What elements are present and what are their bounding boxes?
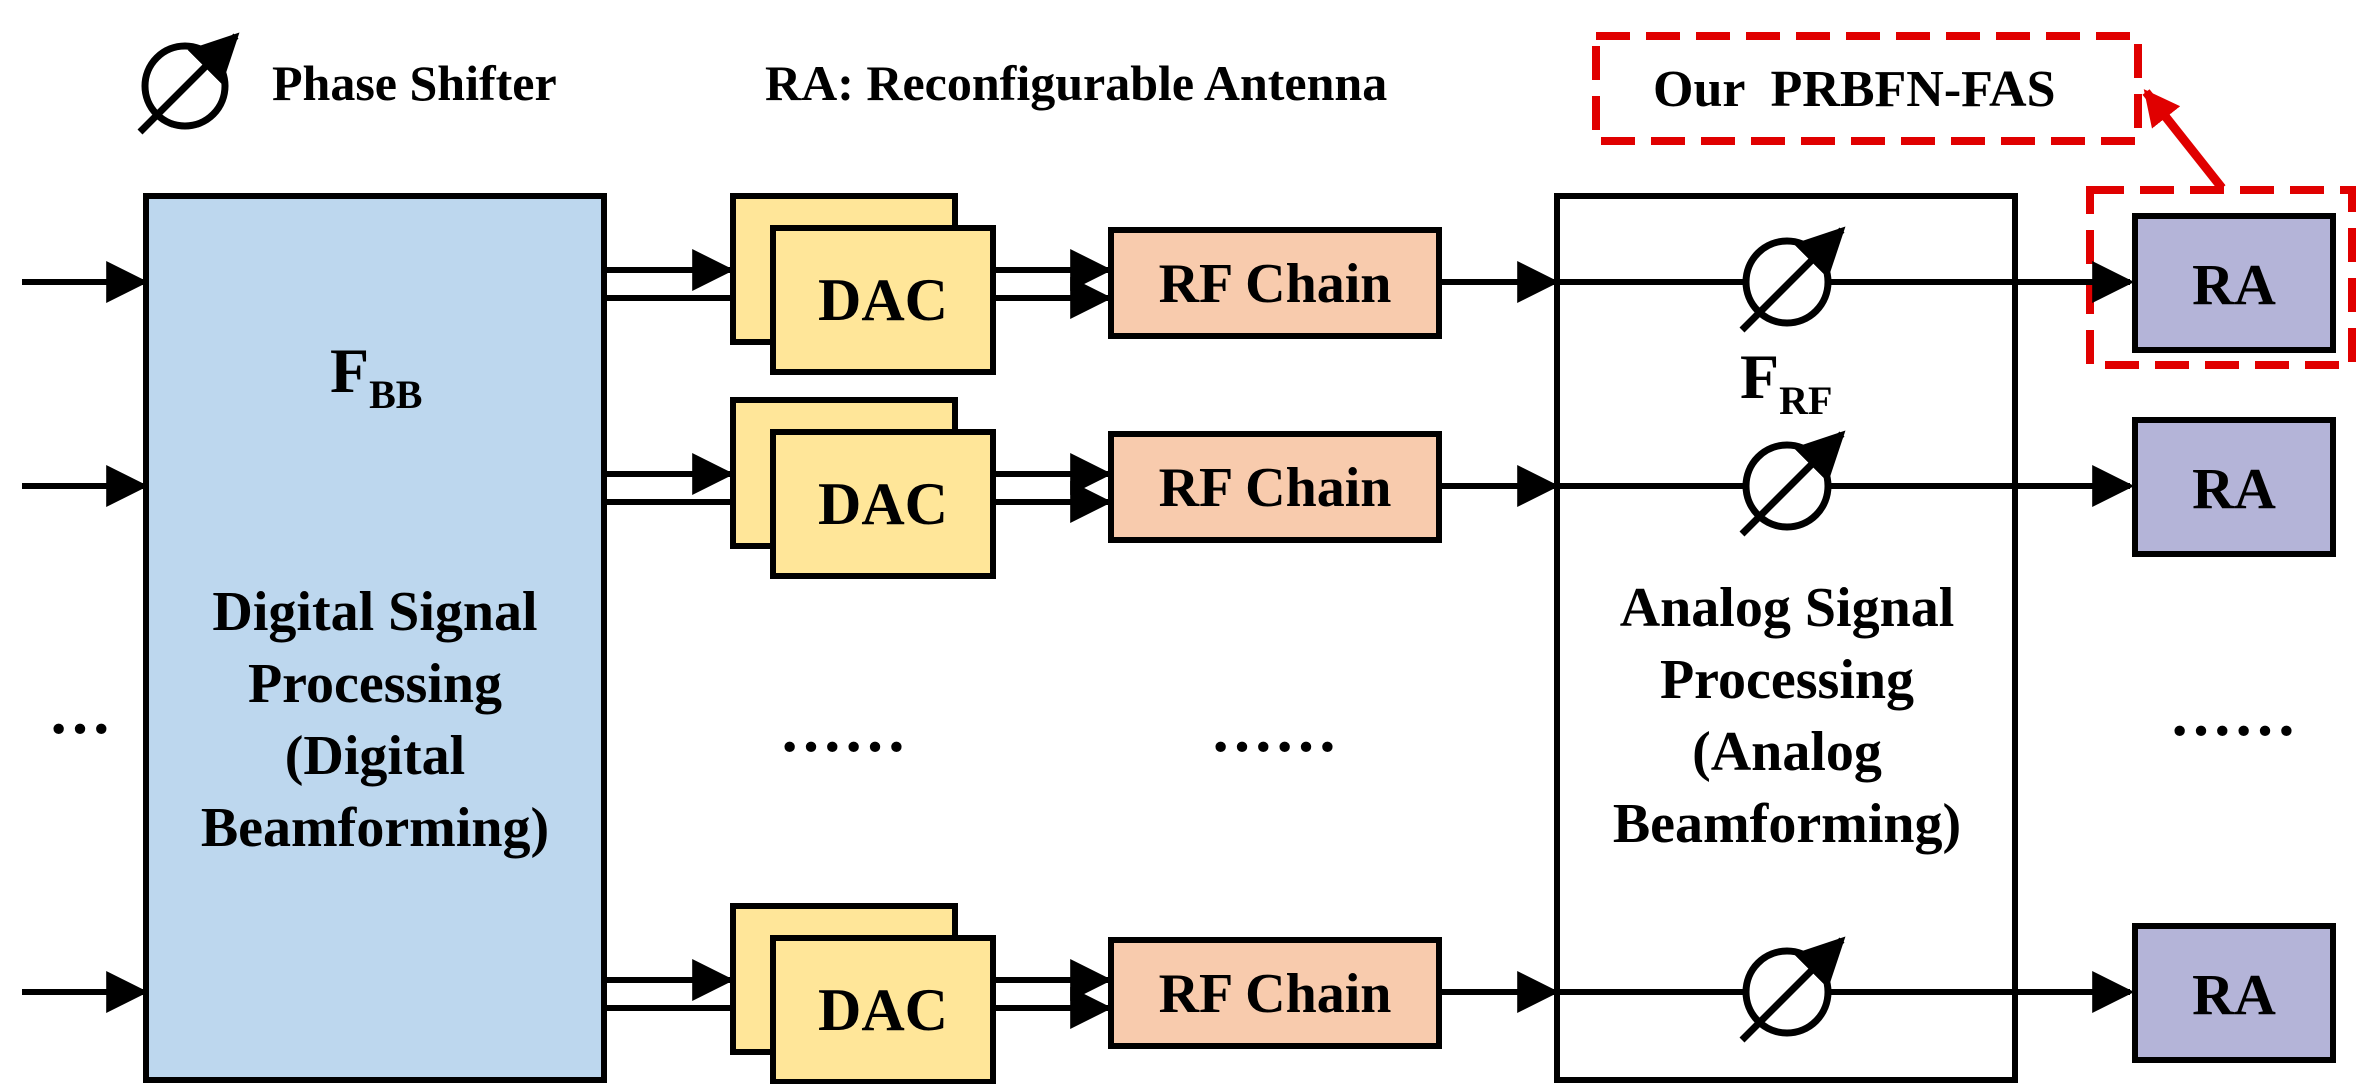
phase-shifter-legend: Phase Shifter [137, 32, 557, 135]
antenna-label: RA [2192, 252, 2276, 317]
antenna-box [2132, 213, 2336, 353]
digital-title-line-2: Processing [248, 653, 502, 715]
dac-label: DAC [818, 471, 948, 537]
rf-chain-label: RF Chain [1159, 253, 1392, 315]
our-method-label: Our PRBFN-FAS [1653, 61, 2056, 118]
antenna-box [2132, 417, 2336, 557]
antenna-ellipsis: ······ [2169, 695, 2297, 766]
signal-row: DAC RF Chain RA [22, 193, 2336, 375]
digital-processing-block: FBB Digital Signal Processing (Digital B… [143, 193, 607, 1083]
rf-chain-box [1108, 227, 1442, 339]
phase-shifter-icon [137, 32, 240, 135]
analog-title-line-2: Processing [1660, 649, 1914, 711]
analog-title-line-3: (Analog [1692, 721, 1882, 783]
fbb-symbol: FBB [330, 335, 422, 417]
digital-title-line-4: Beamforming) [201, 797, 549, 859]
analog-title-line-1: Analog Signal [1620, 577, 1955, 639]
antenna-label: RA [2192, 962, 2276, 1027]
dac-label: DAC [818, 977, 948, 1043]
rf-chain-box [1108, 431, 1442, 543]
dac-box [770, 429, 996, 579]
dac-label: DAC [818, 267, 948, 333]
rf-chain-label: RF Chain [1159, 963, 1392, 1025]
signal-row: DAC RF Chain RA [22, 397, 2336, 579]
digital-title-line-3: (Digital [285, 725, 465, 787]
analog-processing-block: FRF Analog Signal Processing (Analog Bea… [1554, 193, 2018, 1083]
antenna-box [2132, 923, 2336, 1063]
our-method-callout: Our PRBFN-FAS [1592, 32, 2356, 369]
input-ellipsis: ··· [48, 693, 112, 764]
phase-shifter-label: Phase Shifter [272, 55, 557, 111]
callout-arrow [2142, 89, 2226, 191]
digital-title-line-1: Digital Signal [212, 581, 537, 643]
ra-definition: RA: Reconfigurable Antenna [765, 55, 1387, 111]
rf-chain-label: RF Chain [1159, 457, 1392, 519]
dac-box [770, 225, 996, 375]
analog-title-line-4: Beamforming) [1613, 793, 1961, 855]
antenna-highlight-frame [2086, 186, 2356, 369]
rf-chain-box [1108, 937, 1442, 1049]
rf-chain-ellipsis: ······ [1210, 711, 1338, 782]
phase-shifter-icon [1739, 936, 1846, 1043]
our-method-frame [1592, 32, 2142, 145]
frf-symbol: FRF [1740, 341, 1832, 423]
antenna-label: RA [2192, 456, 2276, 521]
dac-ellipsis: ······ [779, 711, 907, 782]
signal-row: DAC RF Chain RA [22, 903, 2336, 1085]
